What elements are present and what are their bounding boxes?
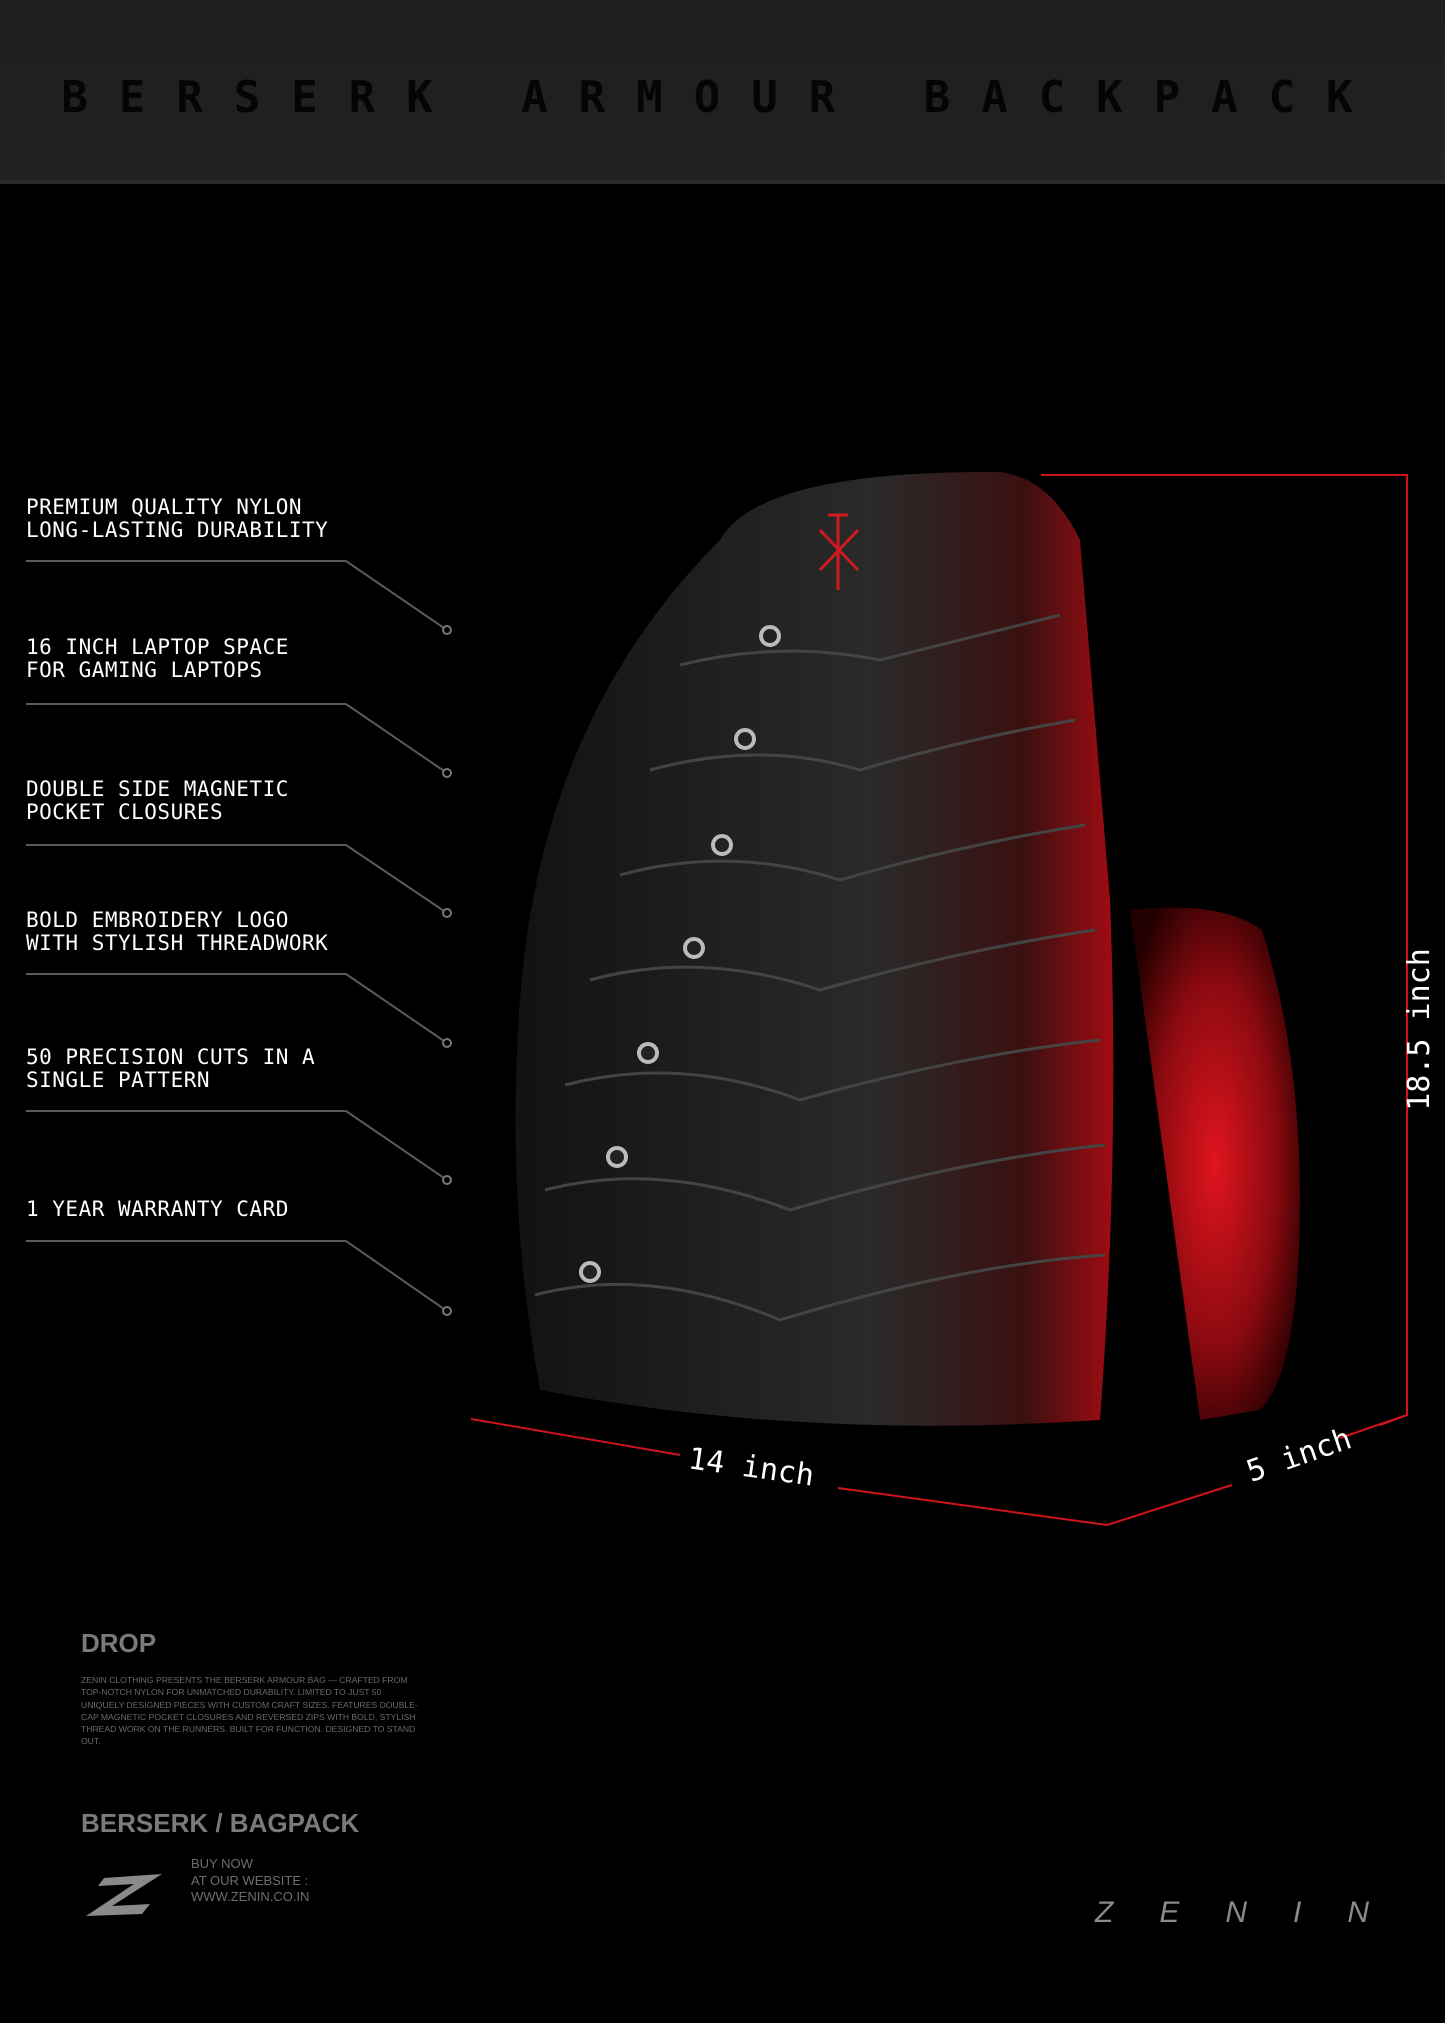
feature-embroidery: BOLD EMBROIDERY LOGO WITH STYLISH THREAD…	[26, 908, 329, 955]
feature-nylon: PREMIUM QUALITY NYLON LONG-LASTING DURAB…	[26, 495, 329, 542]
drop-description: ZENIN CLOTHING PRESENTS THE BERSERK ARMO…	[81, 1675, 418, 1747]
product-title: BERSERK / BAGPACK	[81, 1808, 360, 1838]
feature-magnetic: DOUBLE SIDE MAGNETIC POCKET CLOSURES	[26, 777, 289, 824]
eyelets	[579, 625, 781, 1283]
height-dimension: 18.5 inch	[1401, 948, 1437, 1111]
backpack-body	[515, 471, 1114, 1426]
feature-warranty: 1 YEAR WARRANTY CARD	[26, 1197, 289, 1221]
zenin-logo-icon	[86, 1874, 162, 1916]
feature-cuts: 50 PRECISION CUTS IN A SINGLE PATTERN	[26, 1045, 316, 1092]
drop-heading: DROP	[81, 1628, 157, 1658]
website-link[interactable]: WWW.ZENIN.CO.IN	[191, 1889, 310, 1904]
feature-points	[442, 625, 452, 1316]
feature-laptop: 16 INCH LAPTOP SPACE FOR GAMING LAPTOPS	[26, 635, 289, 682]
brand-of-sacrifice-icon	[818, 513, 860, 590]
website-label: AT OUR WEBSITE :	[191, 1872, 309, 1888]
header-banner: BERSERK ARMOUR BACKPACK	[0, 0, 1445, 184]
dimension-lines	[470, 474, 1408, 1527]
buy-now-label: BUY NOW	[191, 1856, 253, 1871]
feature-leader-lines	[26, 560, 445, 1310]
side-pocket	[1130, 907, 1300, 1420]
brand-wordmark: ZENIN	[1095, 1896, 1415, 1929]
armour-plates	[534, 613, 1106, 1322]
page-title: BERSERK ARMOUR BACKPACK	[61, 72, 1384, 123]
buy-now-block: BUY NOW AT OUR WEBSITE : WWW.ZENIN.CO.IN	[191, 1856, 309, 1906]
